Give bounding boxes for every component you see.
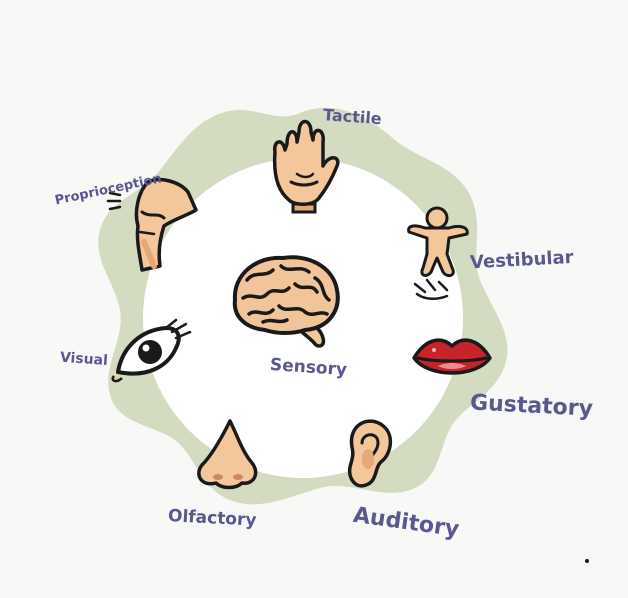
nose-icon — [197, 419, 258, 490]
sense-label-auditory: Auditory — [351, 503, 460, 543]
brain-icon — [232, 255, 340, 348]
sense-label-tactile: Tactile — [323, 105, 383, 128]
sense-label-gustatory: Gustatory — [469, 390, 593, 421]
sense-label-olfactory: Olfactory — [168, 506, 257, 531]
motion-marks-icon — [106, 191, 122, 211]
lips-icon — [412, 338, 492, 375]
stray-dot — [585, 559, 589, 563]
ear-icon — [347, 419, 393, 488]
motion-lines-icon — [413, 278, 449, 300]
sense-label-visual: Visual — [59, 350, 108, 369]
knee-joint-icon — [134, 177, 198, 272]
sense-label-vestibular: Vestibular — [470, 247, 575, 273]
eye-icon — [111, 318, 192, 383]
hand-icon — [272, 119, 340, 214]
balancing-figure-icon — [407, 206, 469, 278]
